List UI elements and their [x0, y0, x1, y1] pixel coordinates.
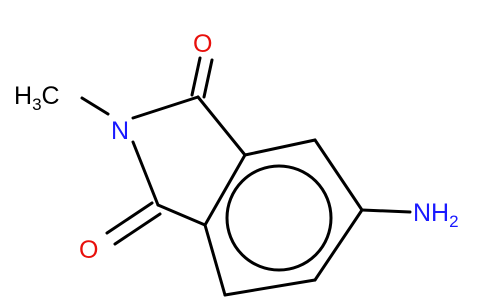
bond-c2-o-a	[105, 201, 154, 235]
bond-ring-2	[313, 138, 364, 212]
bond-ring-3	[313, 208, 364, 282]
bond-c1-o-a	[190, 56, 202, 97]
bond-ring-6	[203, 153, 247, 227]
atom-labels: H3C N O O NH2	[14, 30, 459, 264]
bond-c1-c3a	[196, 95, 247, 157]
bond-c2-o-b	[113, 212, 162, 246]
bond-ring-5	[203, 223, 227, 297]
bonds	[80, 56, 412, 297]
bond-ring-4	[223, 278, 317, 297]
methyl-label: H3C	[14, 82, 60, 114]
bond-methyl-n	[80, 96, 110, 116]
bond-ring-nh2	[360, 208, 412, 214]
nitrogen-label: N	[111, 117, 129, 145]
amine-label: NH2	[413, 199, 459, 231]
bond-c2-c7a	[156, 203, 207, 227]
oxygen-bottom-label: O	[79, 236, 98, 264]
bond-c1-o-b	[202, 58, 214, 99]
bond-n-c2	[131, 140, 160, 207]
oxygen-top-label: O	[193, 30, 212, 58]
aromatic-ring	[225, 164, 333, 272]
bond-ring-1	[243, 138, 317, 157]
bond-n-c1	[131, 95, 200, 120]
